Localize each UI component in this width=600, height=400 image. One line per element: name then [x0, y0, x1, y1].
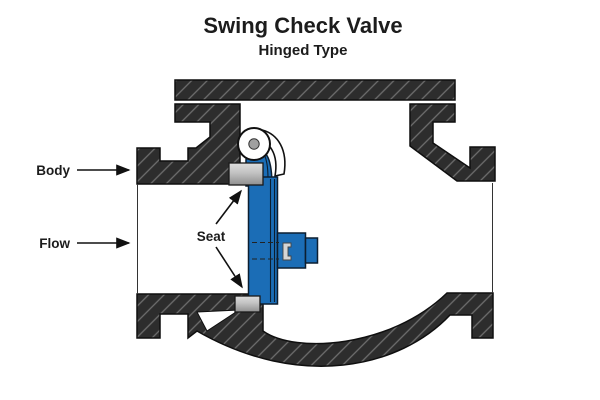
callouts: Body Flow Seat	[36, 163, 243, 289]
seat-arrow-bottom	[215, 246, 243, 289]
seat-ring-bottom	[234, 295, 261, 313]
body-label: Body	[36, 163, 70, 178]
seat-ring-top	[228, 162, 264, 186]
disc-plate	[247, 176, 279, 305]
body-left-inlet-flange	[136, 103, 241, 185]
disc-hub	[276, 232, 307, 269]
page-subtitle: Hinged Type	[259, 42, 348, 59]
disc-hub-stud	[304, 237, 319, 264]
flow-label: Flow	[39, 236, 70, 251]
hinge-pin-center	[248, 138, 260, 150]
body-right-outlet-flange	[409, 103, 496, 182]
disc-assembly	[228, 127, 319, 313]
hub-nut-detail	[282, 242, 292, 261]
valve-body	[136, 79, 496, 367]
bonnet-plate	[174, 79, 456, 101]
seat-label: Seat	[197, 229, 226, 244]
body-bottom-wedge-cut	[196, 309, 241, 332]
seat-arrow-top	[215, 189, 242, 225]
body-bottom-sweep	[136, 292, 494, 367]
page-title: Swing Check Valve	[203, 13, 402, 38]
